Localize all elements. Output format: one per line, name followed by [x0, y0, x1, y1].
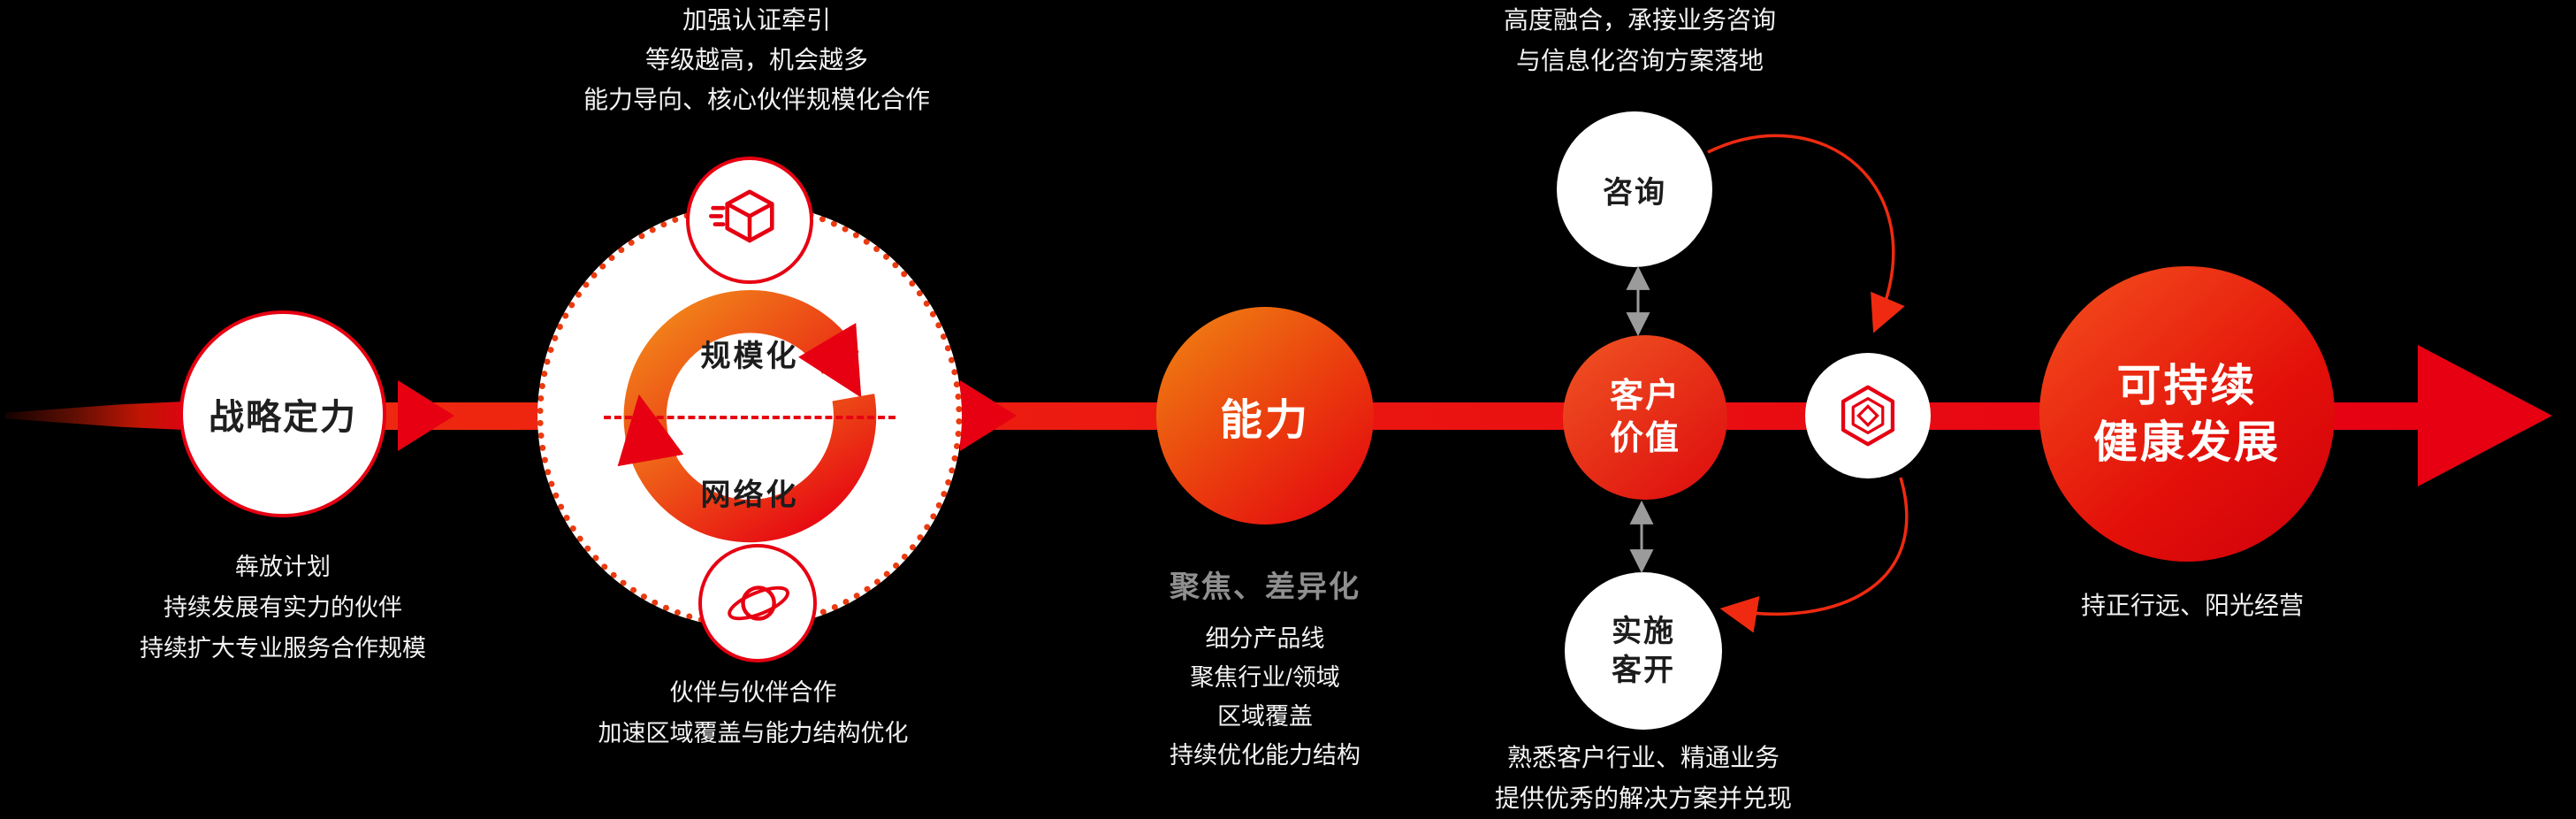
- customer-value-label-line2: 价值: [1609, 420, 1680, 457]
- stage-strategy-label: 战略定力: [209, 398, 357, 437]
- implementation-label-line1: 实施: [1612, 615, 1675, 648]
- consult-cycle-curve: [1707, 134, 1905, 333]
- note-line: 细分产品线: [1205, 625, 1325, 652]
- note-line: 提供优秀的解决方案并兑现: [1494, 785, 1793, 812]
- note-line: 犇放计划: [235, 554, 331, 580]
- stage-customer-bottom-notes: 熟悉客户行业、精通业务 提供优秀的解决方案并兑现: [1495, 738, 1792, 819]
- sustainable-label-line1: 可持续: [2116, 361, 2258, 410]
- stage-customer-top-notes: 高度融合，承接业务咨询 与信息化咨询方案落地: [1504, 0, 1776, 81]
- note-line: 与信息化咨询方案落地: [1515, 47, 1764, 74]
- stage-strategy-notes: 犇放计划 持续发展有实力的伙伴 持续扩大专业服务合作规模: [140, 547, 426, 669]
- note-line: 聚焦行业/领域: [1190, 664, 1340, 691]
- implementation-circle: 实施 客开: [1565, 572, 1722, 730]
- hexagon-logo-circle: [1805, 353, 1931, 478]
- network-planet-circle: [698, 544, 817, 662]
- stage-customer-value-circle: 客户 价值: [1563, 335, 1727, 500]
- cycle-arrow-icon: [617, 290, 877, 543]
- note-line: 加强认证牵引: [682, 6, 832, 34]
- shipping-box-icon: [709, 189, 774, 243]
- stage-capability-label: 能力: [1219, 397, 1310, 444]
- ring-top-label: 规模化: [700, 340, 799, 373]
- note-line: 持续扩大专业服务合作规模: [140, 635, 426, 662]
- note-line: 熟悉客户行业、精通业务: [1506, 744, 1780, 771]
- note-line: 持正行远、阳光经营: [2080, 592, 2305, 619]
- intro-brush-stroke: [5, 401, 198, 431]
- consulting-label: 咨询: [1603, 175, 1666, 210]
- note-line: 伙伴与伙伴合作: [669, 679, 837, 706]
- flow-arrow-icon: [960, 380, 1017, 451]
- note-line: 区域覆盖: [1217, 703, 1313, 730]
- ring-divider-dashed-line: [604, 416, 896, 419]
- stage-scale-bottom-notes: 伙伴与伙伴合作 加速区域覆盖与能力结构优化: [598, 672, 909, 754]
- stage-capability-notes: 细分产品线 聚焦行业/领域 区域覆盖 持续优化能力结构: [1170, 619, 1360, 775]
- impl-cycle-curve: [1719, 477, 1909, 633]
- note-line: 等级越高，机会越多: [644, 46, 869, 73]
- stage-sustainable-note: 持正行远、阳光经营: [2081, 586, 2304, 626]
- note-line: 能力导向、核心伙伴规模化合作: [583, 86, 931, 113]
- implementation-label-line2: 客开: [1612, 654, 1675, 687]
- hexagon-logo-icon: [1841, 385, 1895, 447]
- consulting-circle: 咨询: [1557, 111, 1712, 267]
- planet-icon: [728, 586, 789, 621]
- sustainable-label-line2: 健康发展: [2093, 417, 2281, 467]
- stage-sustainable-circle: 可持续 健康发展: [2039, 266, 2335, 562]
- note-line: 持续发展有实力的伙伴: [164, 594, 402, 621]
- note-line: 高度融合，承接业务咨询: [1503, 6, 1777, 34]
- subtitle-text: 聚焦、差异化: [1170, 570, 1360, 604]
- stage-strategy-circle: 战略定力: [179, 310, 386, 517]
- flow-arrow-icon: [398, 380, 454, 451]
- customer-value-label-line1: 客户: [1609, 378, 1680, 415]
- stage-capability-subtitle: 聚焦、差异化: [1170, 563, 1360, 606]
- note-line: 持续优化能力结构: [1170, 742, 1360, 769]
- ring-bottom-label: 网络化: [700, 478, 799, 512]
- stage-capability-circle: 能力: [1156, 307, 1374, 524]
- certification-badge-circle: [686, 157, 813, 284]
- note-line: 加速区域覆盖与能力结构优化: [598, 720, 909, 746]
- stage-scale-top-notes: 加强认证牵引 等级越高，机会越多 能力导向、核心伙伴规模化合作: [583, 0, 930, 119]
- final-arrow-icon: [2418, 345, 2552, 486]
